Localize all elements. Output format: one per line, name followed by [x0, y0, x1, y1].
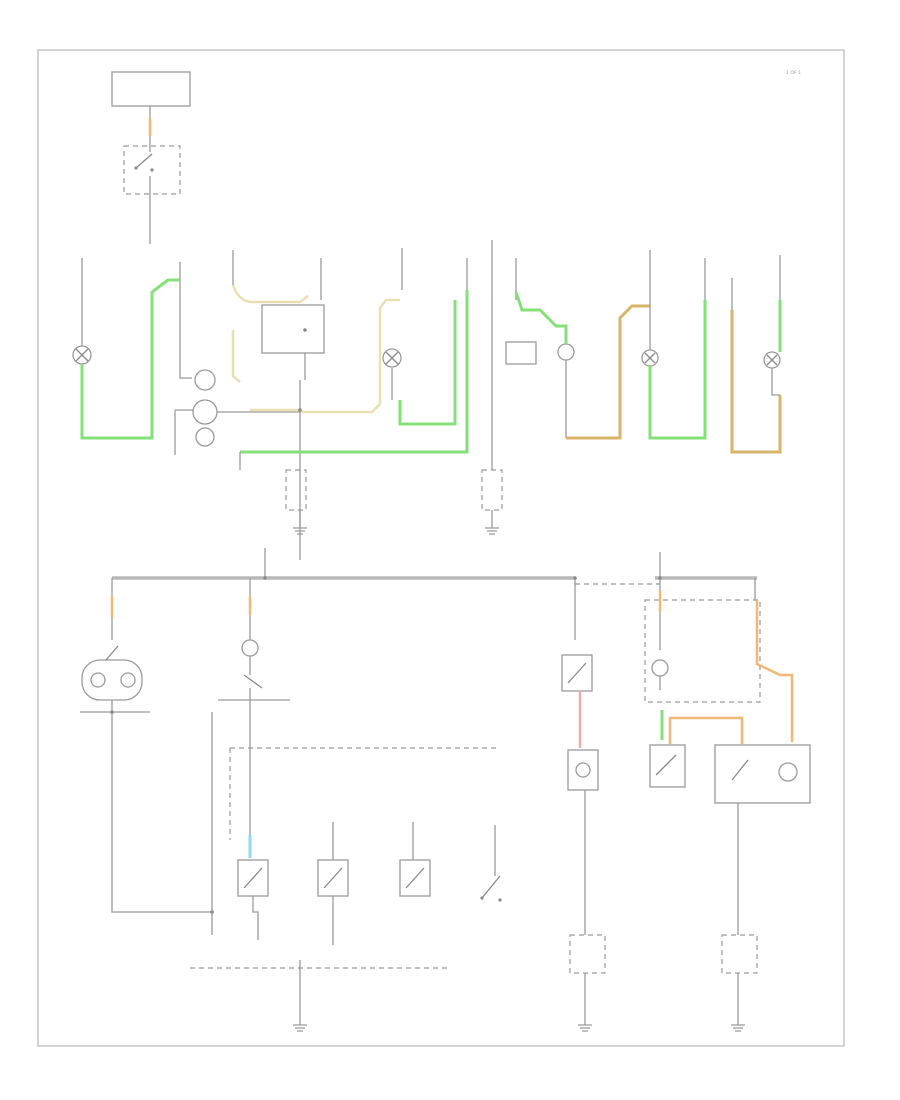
central-module: [261, 304, 325, 560]
switch-1: [237, 859, 269, 940]
corner-label: 1 OF 1: [786, 70, 801, 76]
gold-wire-2: [730, 310, 782, 454]
connector-bottom-right: [721, 934, 758, 1032]
relay-2: [567, 749, 599, 791]
switch-2: [317, 822, 349, 945]
lamp-1: [72, 312, 92, 365]
top-switch: [123, 145, 181, 244]
fuse-3: [651, 659, 669, 690]
gauge-cluster-left: [174, 300, 300, 455]
relay-1: [561, 654, 593, 692]
green-wire-4: [514, 291, 568, 344]
right-relay-box: [644, 599, 761, 703]
gold-wire-1: [566, 304, 650, 440]
lamp-5: [763, 351, 781, 396]
lamp-4: [641, 290, 659, 367]
tan-wire-3: [300, 298, 400, 414]
green-wire-5: [648, 300, 707, 440]
tan-wire-2: [231, 330, 241, 383]
orange-wire-4: [755, 600, 794, 742]
lamp-2: [382, 348, 402, 400]
lamp-3: [505, 341, 575, 365]
green-wire-1: [80, 278, 180, 440]
dome-lamp: [81, 645, 143, 724]
top-fuse-block: [111, 71, 191, 152]
ground-connector-1: [285, 469, 307, 535]
diagram-border: [37, 49, 845, 1047]
green-wire-2: [240, 290, 469, 454]
fuse-2: [211, 615, 290, 935]
tan-wire-1: [231, 284, 309, 304]
relay-3: [649, 744, 686, 788]
switch-4: [480, 825, 502, 902]
orange-wire-5: [668, 716, 744, 744]
ground-connector-2: [481, 300, 503, 535]
connector-bottom-mid: [569, 934, 606, 1032]
green-wire-3: [398, 300, 457, 426]
motor: [714, 744, 811, 935]
splice-dots: [110, 408, 662, 914]
switch-3: [399, 822, 431, 897]
